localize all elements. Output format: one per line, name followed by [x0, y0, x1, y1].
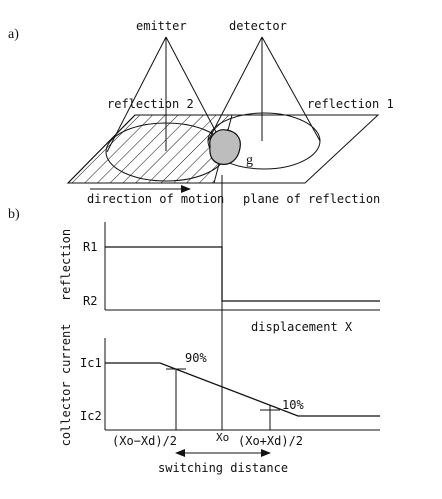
ic1-label: Ic1 — [80, 356, 102, 370]
plane-of-reflection-label: plane of reflection — [243, 192, 380, 206]
detector-label: detector — [229, 19, 287, 33]
xo-minus-xd-label: (Xo−Xd)/2 — [112, 434, 177, 448]
pct-10-label: 10% — [282, 398, 304, 412]
displacement-x-label: displacement X — [251, 320, 353, 334]
emitter-label: emitter — [136, 19, 187, 33]
r1-label: R1 — [83, 240, 97, 254]
panel-b-label: b) — [8, 207, 20, 222]
reflection-1-label: reflection 1 — [307, 97, 394, 111]
reflecting-object-g — [209, 129, 241, 165]
direction-of-motion-label: direction of motion — [87, 192, 224, 206]
collector-current-axis-label: collector current — [59, 324, 73, 447]
collector-current-curve — [105, 362, 380, 417]
reflection-2-hatched-region — [66, 114, 233, 184]
r2-label: R2 — [83, 294, 97, 308]
object-g-label: g — [246, 153, 253, 168]
pct-90-label: 90% — [185, 351, 207, 365]
reflection-axis-label: reflection — [59, 229, 73, 301]
reflection-2-label: reflection 2 — [107, 97, 194, 111]
collector-current-axes — [104, 338, 380, 431]
xo-plus-xd-label: (Xo+Xd)/2 — [238, 434, 303, 448]
reflection-axes — [104, 222, 380, 311]
ic2-label: Ic2 — [80, 409, 102, 423]
reflection-step-curve — [105, 246, 380, 302]
switching-distance-label: switching distance — [158, 461, 288, 475]
detector-cone — [207, 36, 321, 170]
panel-a-label: a) — [8, 27, 19, 42]
xo-label: Xo — [216, 431, 229, 444]
